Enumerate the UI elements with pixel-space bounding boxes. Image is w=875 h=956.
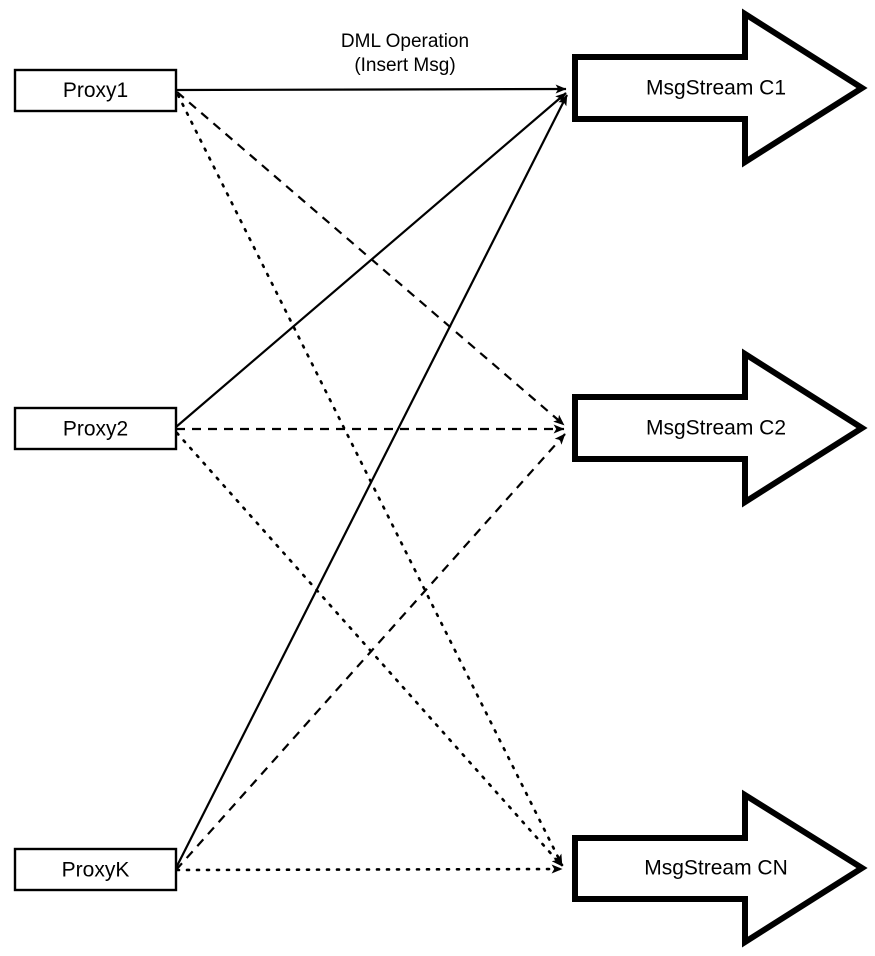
node-msgstream-c2[interactable]: MsgStream C2 (572, 348, 868, 508)
node-proxy1[interactable]: Proxy1 (13, 68, 178, 113)
node-msgstream-cn[interactable]: MsgStream CN (572, 789, 868, 948)
node-msgstream-c1[interactable]: MsgStream C1 (572, 8, 868, 168)
msgstream-c1-label: MsgStream C1 (646, 77, 786, 100)
edge-label-line2: (Insert Msg) (354, 55, 455, 76)
msgstream-c1-block-arrow-icon[interactable] (572, 8, 868, 168)
link-proxy1-to-stream-c2 (176, 91, 565, 426)
node-proxyk[interactable]: ProxyK (13, 847, 178, 892)
proxy2-label: Proxy2 (63, 418, 128, 441)
edge-label-line1: DML Operation (341, 31, 469, 52)
proxy2-box[interactable] (13, 406, 178, 451)
link-proxy1-to-stream-c1 (175, 84, 567, 94)
links-layer (175, 84, 568, 874)
link-proxyk-to-stream-c1 (175, 94, 568, 869)
msgstream-cn-block-arrow-icon[interactable] (572, 789, 868, 948)
msgstream-c2-block-arrow-icon[interactable] (572, 348, 868, 508)
msgstream-cn-label: MsgStream CN (644, 857, 788, 880)
proxyk-label: ProxyK (62, 859, 130, 882)
proxy1-box[interactable] (13, 68, 178, 113)
edge-label-dml-operation: DML Operation (Insert Msg) (341, 31, 469, 76)
link-proxyk-to-stream-c2 (175, 433, 566, 871)
link-proxy2-to-stream-cn (175, 431, 564, 868)
node-proxy2[interactable]: Proxy2 (13, 406, 178, 451)
proxy1-label: Proxy1 (63, 79, 128, 102)
msgstream-c2-label: MsgStream C2 (646, 417, 786, 440)
proxyk-box[interactable] (13, 847, 178, 892)
proxy-nodes-layer: Proxy1 Proxy2 ProxyK (13, 68, 178, 892)
link-proxyk-to-stream-cn (175, 864, 564, 874)
link-proxy2-to-stream-c1 (175, 92, 567, 428)
link-proxy1-to-stream-cn (176, 93, 564, 867)
msgstream-nodes-layer: MsgStream C1 MsgStream C2 MsgStream CN (572, 8, 868, 948)
